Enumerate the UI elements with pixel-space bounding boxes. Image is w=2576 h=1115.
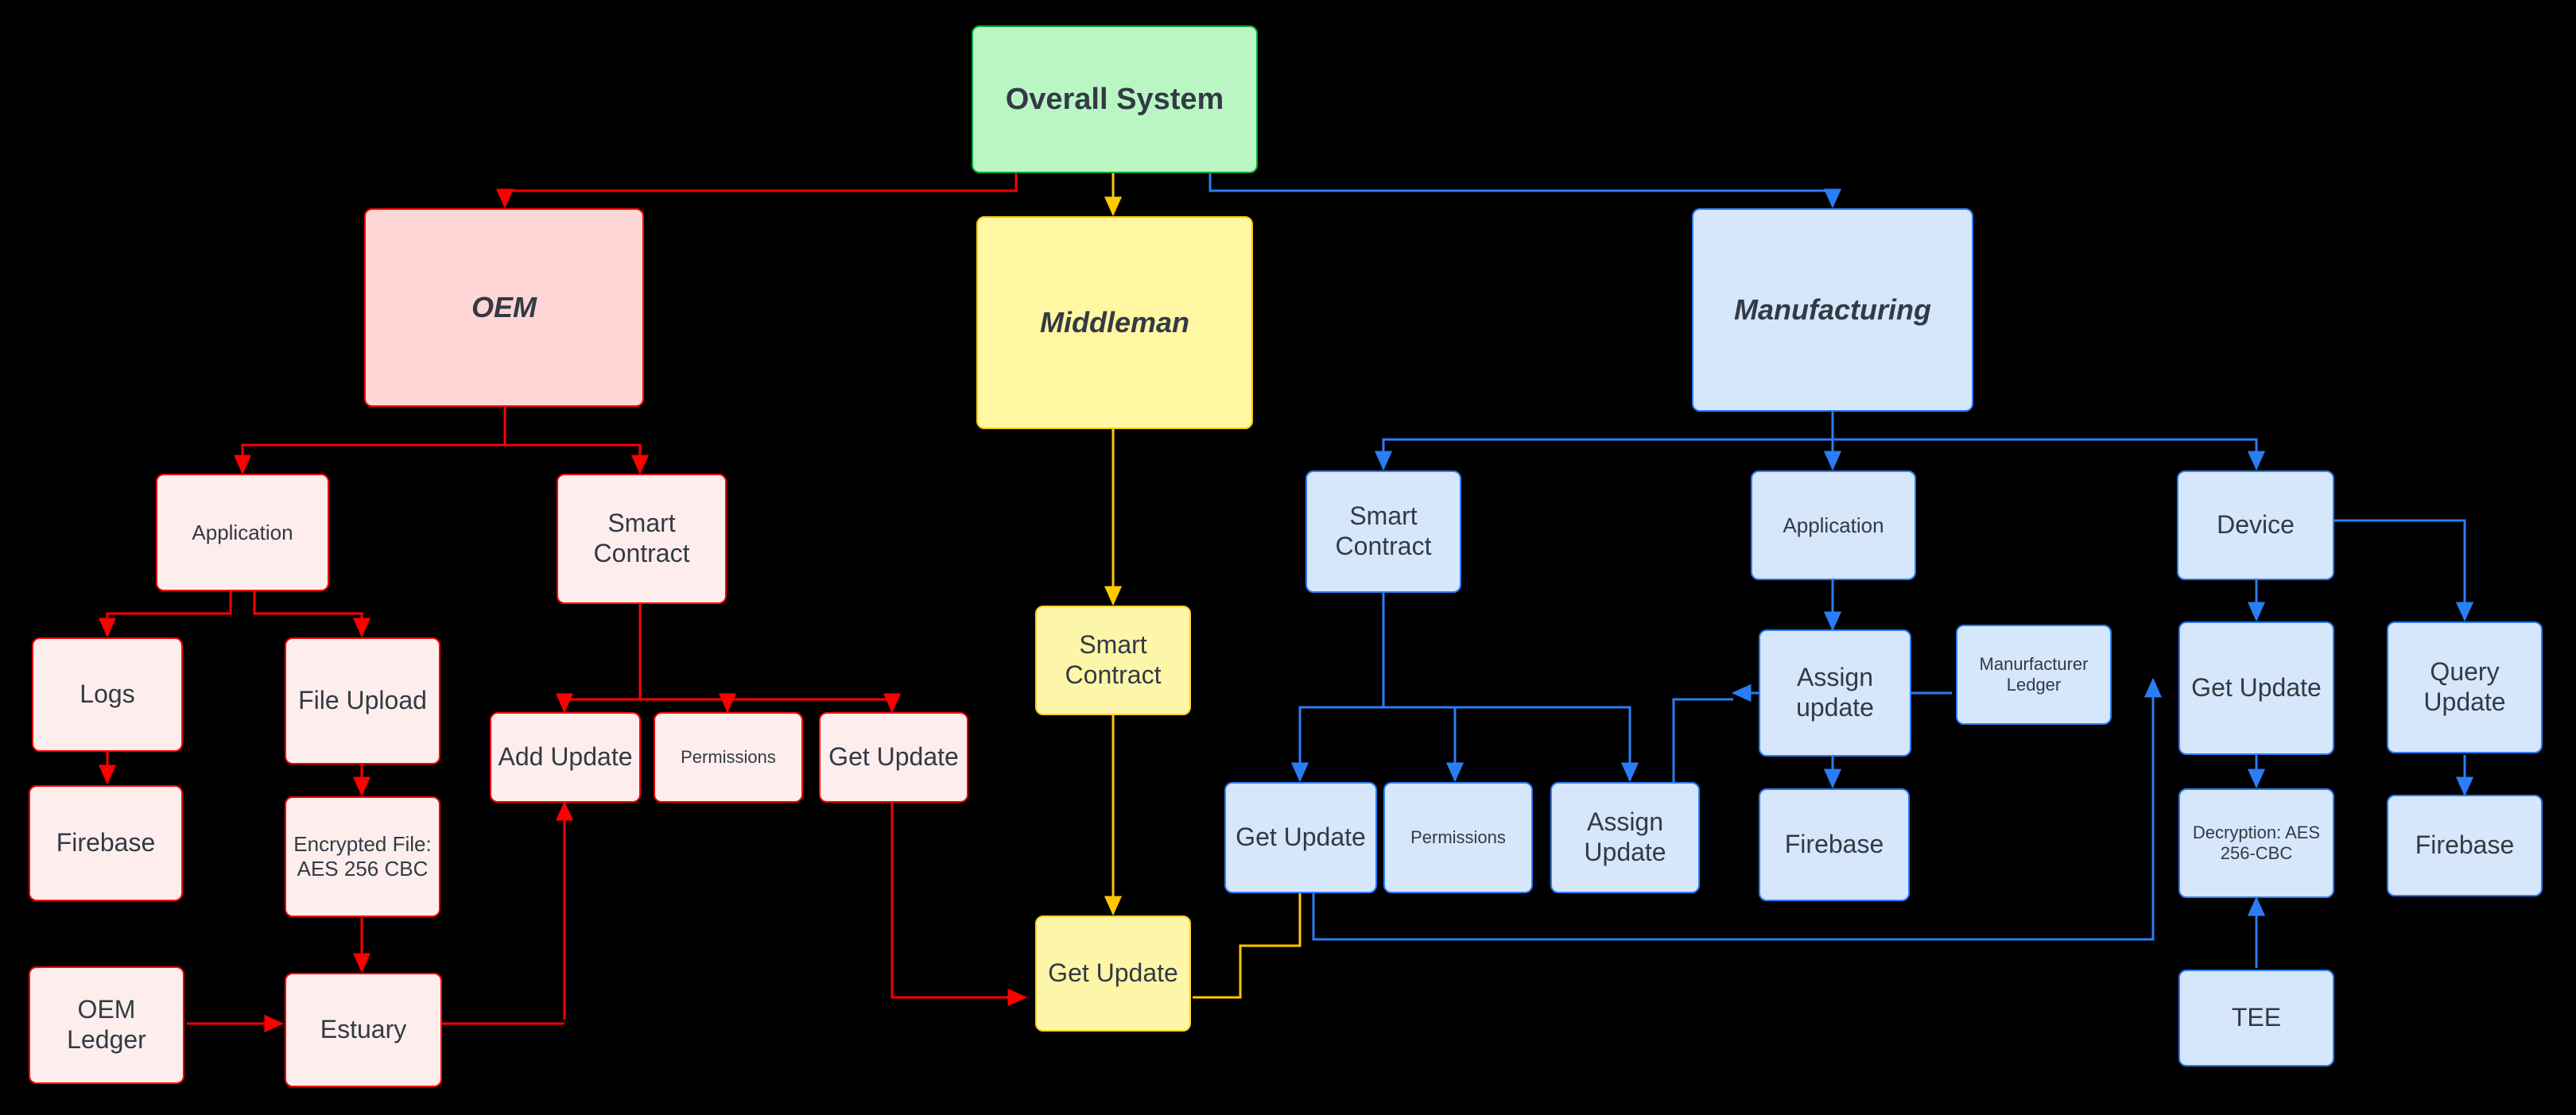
node-oem-add-update[interactable]: Add Update <box>490 712 641 803</box>
node-oem-firebase[interactable]: Firebase <box>29 785 183 901</box>
node-man-smart-contract[interactable]: Smart Contract <box>1305 470 1461 593</box>
node-device-firebase[interactable]: Firebase <box>2387 795 2543 896</box>
node-oem-file-upload[interactable]: File Upload <box>285 637 440 765</box>
node-man-ledger[interactable]: Manurfacturer Ledger <box>1956 625 2112 725</box>
node-oem-get-update[interactable]: Get Update <box>819 712 968 803</box>
node-oem-permissions[interactable]: Permissions <box>654 712 803 803</box>
node-man-firebase[interactable]: Firebase <box>1759 788 1910 901</box>
node-man-device[interactable]: Device <box>2177 470 2334 580</box>
node-oem[interactable]: OEM <box>364 208 644 407</box>
node-man-get-update[interactable]: Get Update <box>1224 782 1377 893</box>
node-device-query-update[interactable]: Query Update <box>2387 621 2543 753</box>
node-device-tee[interactable]: TEE <box>2178 970 2334 1067</box>
node-middleman-get-update[interactable]: Get Update <box>1035 916 1191 1032</box>
node-device-decryption[interactable]: Decryption: AES 256-CBC <box>2178 788 2334 898</box>
node-device-get-update[interactable]: Get Update <box>2178 621 2334 755</box>
node-oem-application[interactable]: Application <box>156 474 329 591</box>
middleman-connectors <box>1104 173 1309 999</box>
node-overall-system[interactable]: Overall System <box>972 25 1258 173</box>
node-middleman[interactable]: Middleman <box>976 216 1253 429</box>
node-oem-estuary[interactable]: Estuary <box>285 973 442 1087</box>
node-middleman-smart-contract[interactable]: Smart Contract <box>1035 606 1191 715</box>
node-oem-ledger[interactable]: OEM Ledger <box>29 966 184 1084</box>
oem-connectors <box>98 173 1028 1033</box>
node-oem-logs[interactable]: Logs <box>32 637 183 752</box>
node-man-permissions[interactable]: Permissions <box>1383 782 1533 893</box>
node-oem-encrypted-file[interactable]: Encrypted File: AES 256 CBC <box>285 796 440 917</box>
node-man-assign-update[interactable]: Assign Update <box>1550 782 1700 893</box>
node-man-application[interactable]: Application <box>1751 470 1916 580</box>
node-manufacturing[interactable]: Manufacturing <box>1692 208 1973 412</box>
node-man-assign-update-secondary[interactable]: Assign update <box>1759 629 1911 757</box>
node-oem-smart-contract[interactable]: Smart Contract <box>557 474 727 604</box>
